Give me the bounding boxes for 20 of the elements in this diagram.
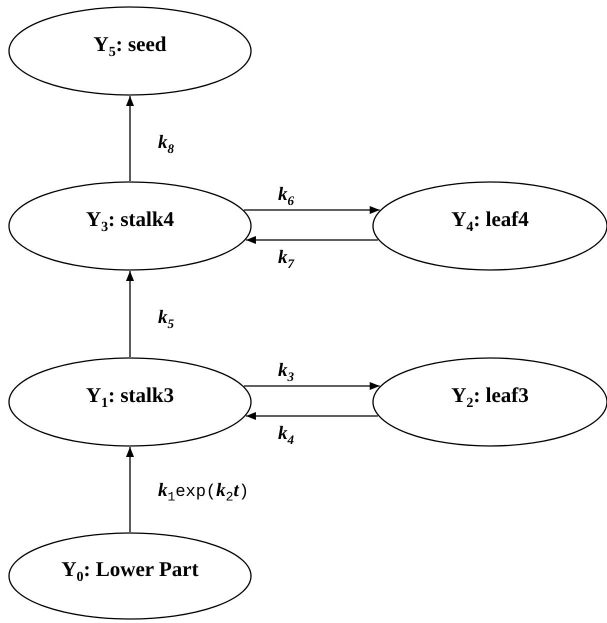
arrow [126, 96, 134, 181]
edge-label: k$_{8}$ [158, 133, 174, 155]
node-label: Y$_{3}$: stalk4 [86, 207, 174, 237]
edge-label: k$_{1}$exp(k$_{2}$t) [158, 481, 249, 504]
arrow [246, 236, 378, 244]
edge-label: k$_{6}$ [278, 185, 294, 207]
node-label: Y$_{0}$: Lower Part [61, 557, 199, 587]
edge-label: k$_{5}$ [158, 308, 174, 330]
arrow [126, 447, 134, 532]
edge-label: k$_{4}$ [278, 424, 294, 446]
arrow [126, 271, 134, 357]
node-label: Y$_{2}$: leaf3 [451, 383, 529, 413]
edge-label: k$_{3}$ [278, 361, 294, 383]
arrow [244, 206, 380, 214]
arrow [244, 382, 380, 390]
arrow [246, 412, 378, 420]
edge-label: k$_{7}$ [278, 248, 294, 270]
node-label: Y$_{1}$: stalk3 [86, 383, 174, 413]
node-label: Y$_{5}$: seed [94, 32, 166, 62]
node-label: Y$_{4}$: leaf4 [451, 207, 529, 237]
